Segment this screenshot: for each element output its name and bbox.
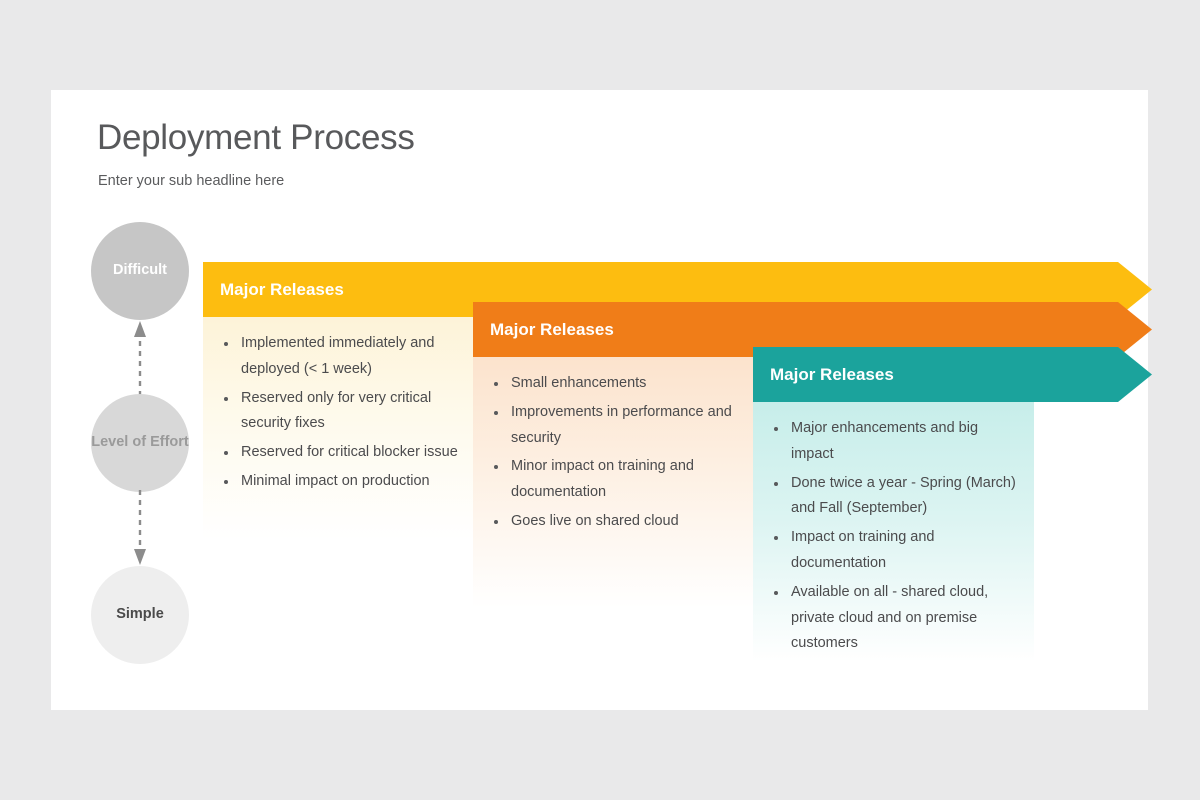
axis-circle-simple-label: Simple	[116, 606, 164, 623]
band-3-arrowhead-icon	[1084, 347, 1152, 402]
list-item: Reserved only for very critical security…	[217, 386, 463, 438]
axis-circle-difficult[interactable]: Difficult	[91, 222, 189, 320]
list-item: Impact on training and documentation	[767, 525, 1016, 577]
list-item: Available on all - shared cloud, private…	[767, 580, 1016, 657]
connector-arrow-up	[129, 318, 151, 398]
page-title: Deployment Process	[97, 118, 415, 157]
list-item: Minor impact on training and documentati…	[487, 454, 736, 506]
band-3-header: Major Releases	[753, 347, 1085, 402]
band-1-body: Implemented immediately and deployed (< …	[203, 317, 481, 540]
band-2-heading-label: Major Releases	[490, 319, 614, 339]
list-item: Small enhancements	[487, 371, 736, 397]
band-2-arrowhead-icon	[1084, 302, 1152, 357]
axis-circle-level-of-effort[interactable]: Level of Effort	[91, 394, 189, 492]
list-item: Done twice a year - Spring (March) and F…	[767, 471, 1016, 523]
slide-card: Deployment Process Enter your sub headli…	[51, 90, 1152, 710]
list-item: Goes live on shared cloud	[487, 509, 736, 535]
axis-circle-level-of-effort-label: Level of Effort	[91, 434, 189, 451]
axis-circle-difficult-label: Difficult	[113, 262, 167, 279]
band-3-body: Major enhancements and big impact Done t…	[753, 402, 1034, 662]
band-3-heading-label: Major Releases	[770, 364, 894, 384]
band-3-bullet-list: Major enhancements and big impact Done t…	[767, 416, 1016, 657]
band-2-body: Small enhancements Improvements in perfo…	[473, 357, 754, 608]
list-item: Improvements in performance and security	[487, 400, 736, 452]
axis-circle-simple[interactable]: Simple	[91, 566, 189, 664]
connector-arrow-down	[129, 488, 151, 568]
band-2-bullet-list: Small enhancements Improvements in perfo…	[487, 371, 736, 535]
list-item: Reserved for critical blocker issue	[217, 440, 463, 466]
list-item: Implemented immediately and deployed (< …	[217, 331, 463, 383]
band-1-heading-label: Major Releases	[220, 279, 344, 299]
list-item: Major enhancements and big impact	[767, 416, 1016, 468]
page-subtitle: Enter your sub headline here	[98, 173, 285, 189]
band-1-bullet-list: Implemented immediately and deployed (< …	[217, 331, 463, 495]
list-item: Minimal impact on production	[217, 469, 463, 495]
